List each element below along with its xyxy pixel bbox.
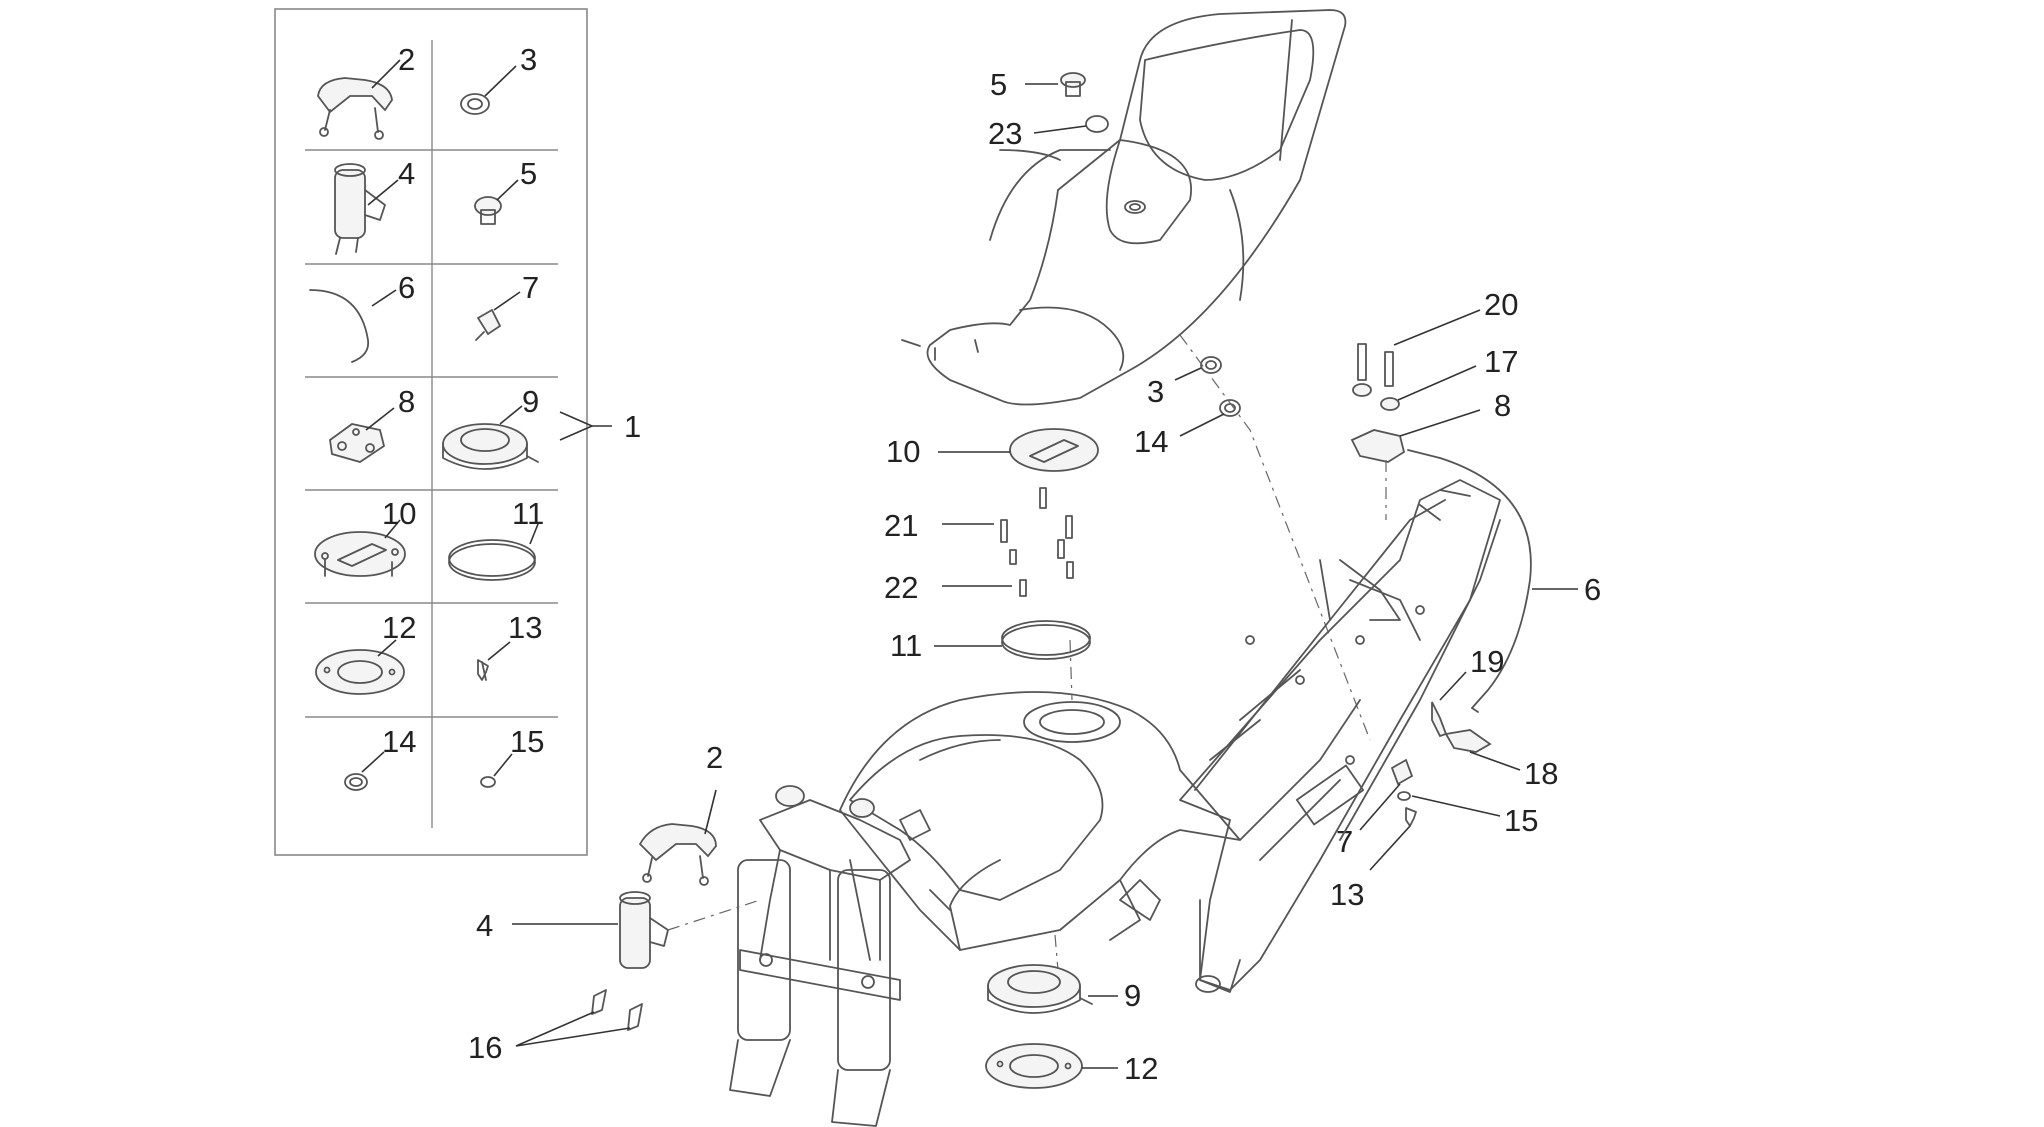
callout-label: 5 (520, 156, 537, 191)
callout-label: 6 (398, 270, 415, 305)
kit-cell-grommet-icon (460, 65, 517, 115)
front-fork (729, 785, 931, 1127)
kit-cell-cable-icon (309, 289, 397, 363)
callout-label: 13 (1330, 877, 1364, 912)
callout-label: 16 (468, 1030, 502, 1065)
kit-cell-clip-icon (475, 291, 521, 341)
kit-box-frame (274, 8, 588, 856)
callout-label: 9 (1124, 978, 1141, 1013)
kit-cell-gasket-icon (448, 523, 539, 581)
frame-fixings (1359, 758, 1501, 871)
callout-label: 4 (398, 156, 415, 191)
callout-label: 2 (398, 42, 415, 77)
callout-label: 11 (890, 628, 922, 663)
callout-label: 7 (1336, 824, 1353, 859)
rear-latch (1350, 309, 1481, 520)
callout-label: 21 (884, 508, 918, 543)
callout-label: 23 (988, 116, 1022, 151)
seat-bolt (1025, 72, 1109, 134)
callout-label: 1 (624, 409, 641, 444)
callout-label: 9 (522, 384, 539, 419)
callout-label: 18 (1524, 756, 1558, 791)
flange (987, 964, 1118, 1014)
seat (901, 9, 1347, 406)
callout-label: 3 (1147, 374, 1164, 409)
kit-cell-bolt-icon (474, 179, 519, 225)
callout-label: 15 (1504, 803, 1538, 838)
kit-cell-key-lock-icon (317, 59, 401, 140)
callout-label: 14 (1134, 424, 1168, 459)
callout-label: 8 (398, 384, 415, 419)
kit-box: 1 2 3 4 (274, 8, 641, 856)
callout-label: 6 (1584, 572, 1601, 607)
kit-cell-ring-icon (344, 751, 385, 791)
rear-frame (1119, 479, 1501, 993)
kit-cell-screw-icon (477, 641, 511, 681)
callout-label: 15 (510, 724, 544, 759)
callout-label: 11 (512, 496, 544, 531)
ignition-switch (512, 891, 761, 969)
callout-label: 17 (1484, 344, 1518, 379)
callout-label: 13 (508, 610, 542, 645)
seat-cable (1407, 449, 1578, 713)
kit-cell-ring-plate-icon (315, 639, 405, 695)
kit-cell-filler-cap-icon (314, 519, 406, 577)
callout-label: 14 (382, 724, 416, 759)
callout-label: 10 (886, 434, 920, 469)
lock-set (638, 789, 717, 886)
kit-cell-washer-icon (480, 753, 513, 788)
shear-bolts (515, 989, 643, 1047)
kit-cell-latch-plate-icon (329, 407, 395, 463)
seat-lever (1431, 671, 1521, 771)
callout-label: 8 (1494, 388, 1511, 423)
callout-label: 3 (520, 42, 537, 77)
kit-cell-flange-icon (442, 405, 539, 470)
callout-label: 5 (990, 67, 1007, 102)
assembly-axis (1179, 334, 1371, 741)
fuel-tank (839, 639, 1241, 971)
ring-plate (985, 1043, 1118, 1089)
filler-cap (938, 428, 1099, 472)
seat-grommet (1174, 356, 1241, 437)
callout-label: 10 (382, 496, 416, 531)
callout-label: 7 (522, 270, 539, 305)
callout-label: 4 (476, 908, 493, 943)
callout-label: 12 (382, 610, 416, 645)
callout-label: 22 (884, 570, 918, 605)
callout-label: 20 (1484, 287, 1518, 322)
callout-label: 2 (706, 740, 723, 775)
kit-cell-ignition-icon (334, 163, 399, 255)
screw-set (942, 487, 1074, 597)
callout-label: 12 (1124, 1051, 1158, 1086)
gasket-ring (934, 620, 1091, 660)
callout-label: 19 (1470, 644, 1504, 679)
